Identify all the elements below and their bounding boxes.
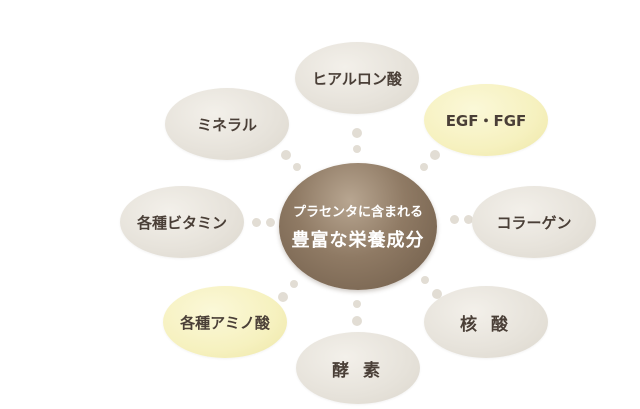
center-title-line2: 豊富な栄養成分 xyxy=(291,230,425,251)
node-minerals: ミネラル xyxy=(165,88,289,160)
connector-dot xyxy=(252,218,261,227)
node-enzyme: 酵 素 xyxy=(296,332,420,404)
connector-dot xyxy=(432,289,442,299)
center-title-line1: プラセンタに含まれる xyxy=(292,205,423,220)
node-egf-fgf: EGF・FGF xyxy=(424,84,548,156)
connector-dot xyxy=(293,163,301,171)
connector-dot xyxy=(352,128,362,138)
connector-dot xyxy=(266,218,275,227)
node-amino-acids: 各種アミノ酸 xyxy=(163,286,287,358)
connector-dot xyxy=(281,150,291,160)
node-vitamins: 各種ビタミン xyxy=(120,186,244,258)
connector-dot xyxy=(464,215,473,224)
node-hyaluronic-acid: ヒアルロン酸 xyxy=(295,42,419,114)
connector-dot xyxy=(353,145,361,153)
connector-dot xyxy=(421,276,429,284)
connector-dot xyxy=(430,150,440,160)
center-node: プラセンタに含まれる 豊富な栄養成分 xyxy=(279,163,437,290)
connector-dot xyxy=(290,280,298,288)
connector-dot xyxy=(420,163,428,171)
connector-dot xyxy=(353,300,361,308)
connector-dot xyxy=(278,292,288,302)
connector-dot xyxy=(450,215,459,224)
node-nucleic-acid: 核 酸 xyxy=(424,286,548,358)
connector-dot xyxy=(352,316,362,326)
node-collagen: コラーゲン xyxy=(472,186,596,258)
